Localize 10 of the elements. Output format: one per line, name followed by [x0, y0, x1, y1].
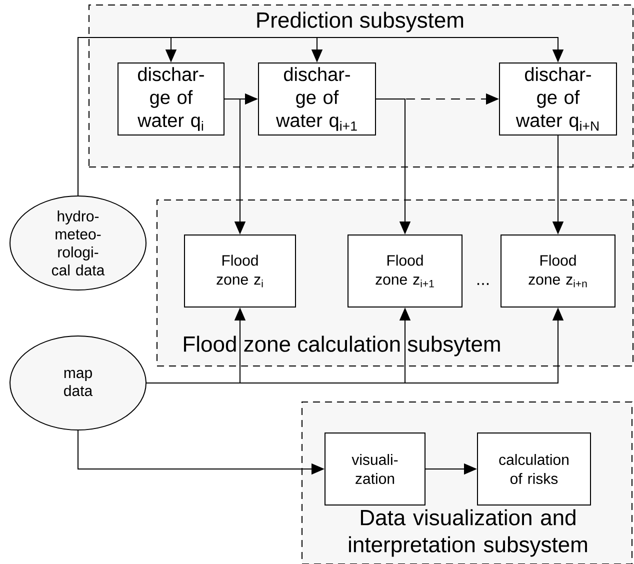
ellipsis-label: ... [477, 283, 489, 285]
process-box: dischar- ge of water q$_{i+1}$ [258, 62, 376, 136]
process-box: visuali- zation [324, 432, 426, 506]
arrow [78, 37, 564, 196]
process-box: dischar- ge of water q$_{i}$ [118, 62, 224, 136]
process-box: calculation of risks [477, 432, 591, 506]
process-box: Flood zone z$_{i+n}$ [500, 234, 616, 308]
process-box: Flood zone z$_{i+1}$ [348, 234, 462, 308]
process-box: dischar- ge of water q$_{i+N}$ [499, 62, 617, 136]
process-box: Flood zone z$_{i}$ [184, 234, 296, 308]
